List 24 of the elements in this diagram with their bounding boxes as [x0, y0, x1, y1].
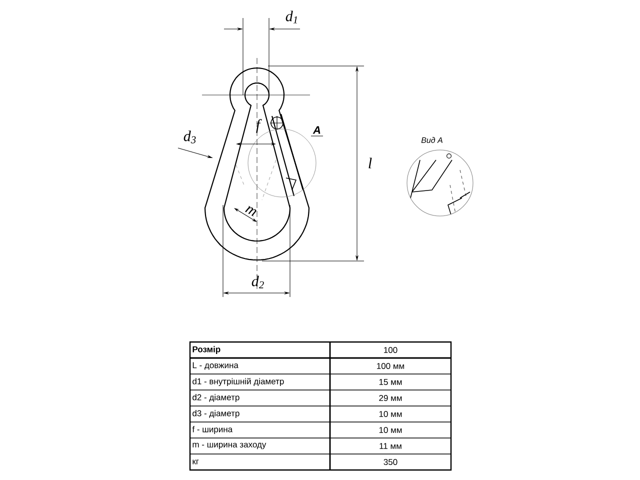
table-cell: d1 - внутрішній діаметр — [190, 374, 330, 390]
label: 100 мм — [377, 363, 404, 370]
table-cell: 10 мм — [330, 422, 452, 438]
table-cell: 29 мм — [330, 390, 452, 406]
dimension-label: d$_{1}$ — [286, 10, 297, 24]
dimension-label: d$_{3}$ — [184, 130, 196, 144]
table-cell: 10 мм — [330, 406, 452, 422]
table-cell: d3 - діаметр — [190, 406, 330, 422]
label: Розмір — [192, 346, 220, 354]
dimension-label: Вид A — [421, 137, 442, 143]
table-cell: m - ширина заходу — [190, 438, 330, 454]
table-cell: 350 — [330, 454, 452, 470]
table-cell: 15 мм — [330, 374, 452, 390]
dimension-label: m — [245, 206, 256, 216]
dimension-label: d$_{2}$ — [252, 276, 264, 288]
table-cell: d2 - діаметр — [190, 390, 330, 406]
table-cell: f - ширина — [190, 422, 330, 438]
dimension-label: A — [312, 126, 320, 134]
dimension-label: l — [368, 158, 372, 168]
table-cell: 11 мм — [330, 438, 452, 454]
label: L - довжина — [192, 362, 238, 370]
table-cell: кг — [190, 454, 330, 470]
dimension-label: f — [256, 119, 262, 133]
label: 100 — [384, 347, 398, 354]
